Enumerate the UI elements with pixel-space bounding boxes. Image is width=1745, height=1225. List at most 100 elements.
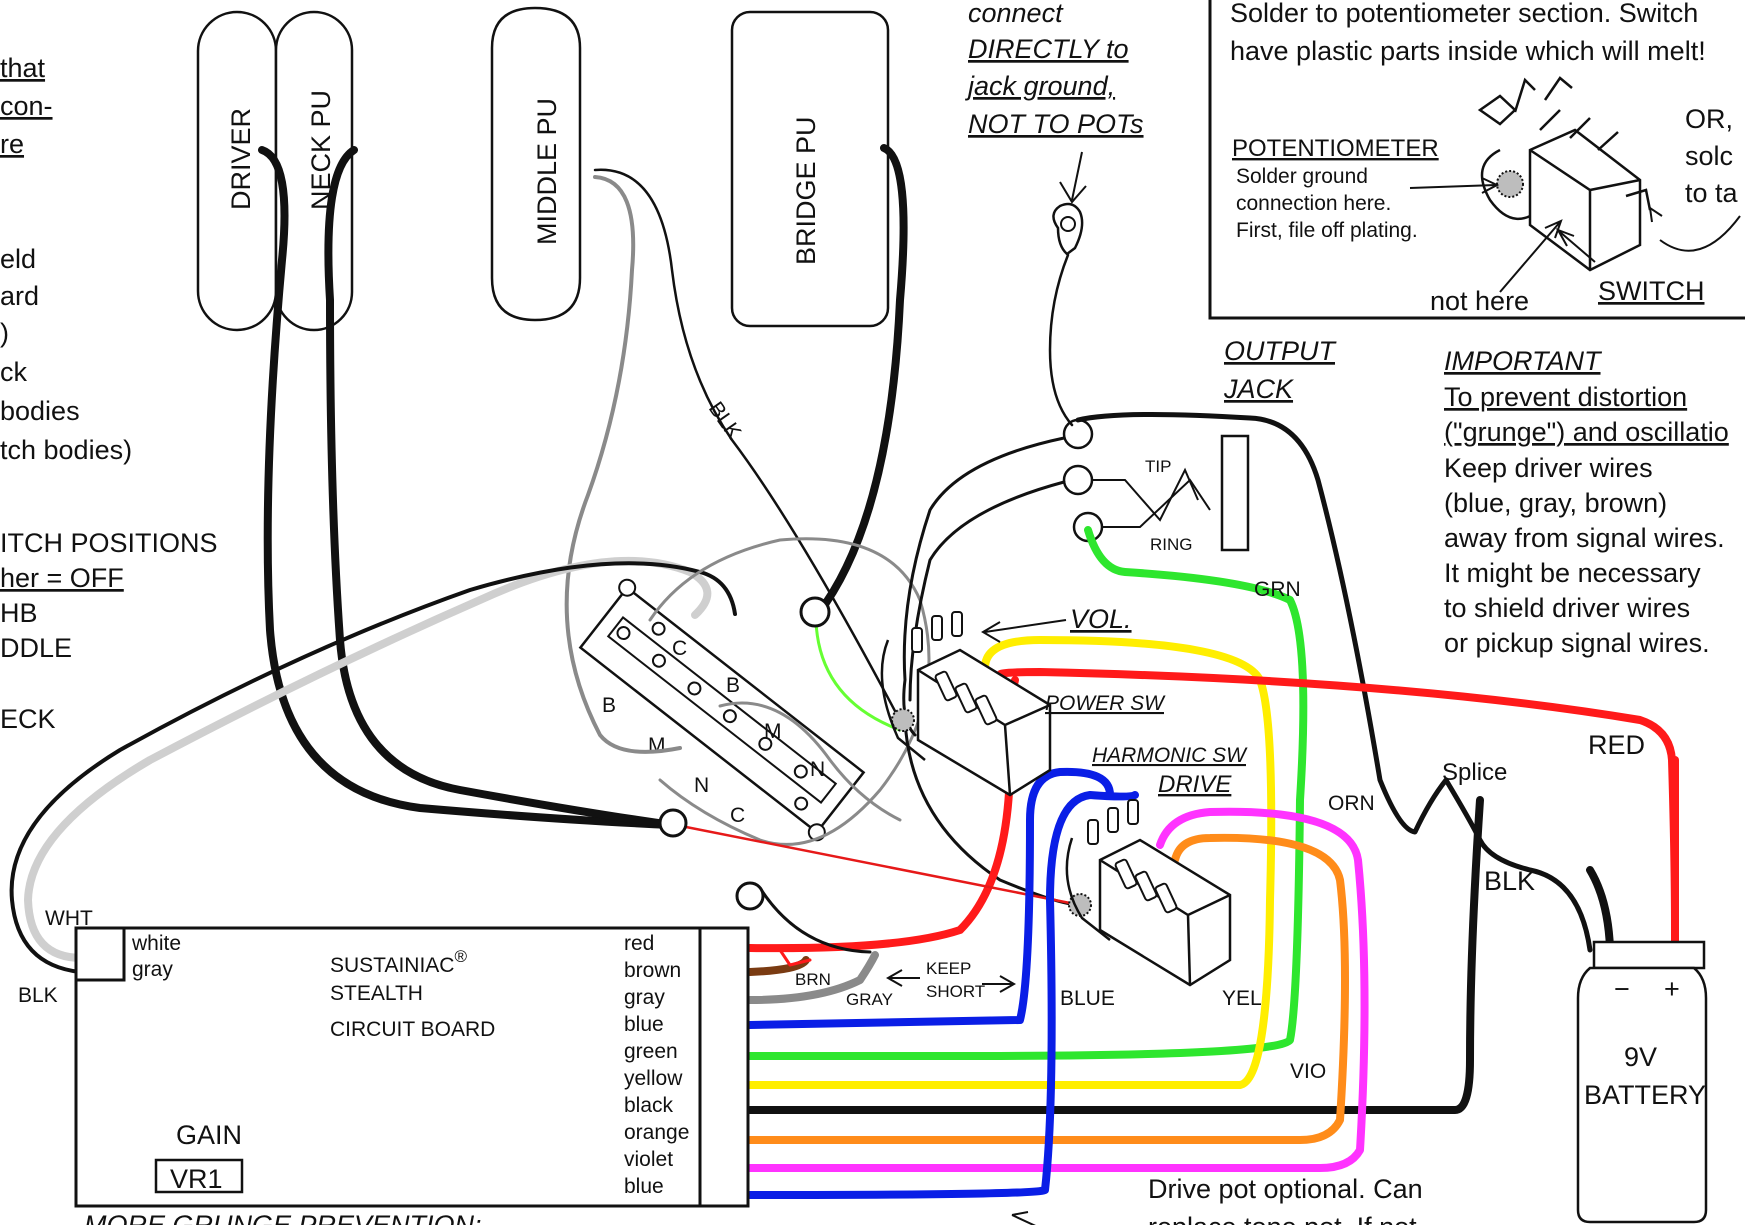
inset-arrow-not-here [1499, 219, 1563, 293]
gray-label: GRAY [846, 990, 893, 1009]
switch-tab [1625, 188, 1652, 211]
solder-inset-box: Solder to potentiometer section. Switch … [1208, 0, 1745, 320]
selector-solder-joint [658, 808, 688, 838]
connect-note-line: DIRECTLY to [968, 34, 1129, 64]
output-jack-title: JACK [1223, 374, 1294, 404]
selector-c-bottom: C [730, 804, 745, 827]
middle-pu-label: MIDDLE PU [532, 98, 562, 245]
left-note-line: bodies [0, 396, 80, 426]
vol-pot-body [880, 639, 926, 761]
blk-board-label: BLK [18, 984, 58, 1007]
vol-label: VOL. [1070, 604, 1132, 634]
battery-body [1576, 966, 1708, 1224]
wire-labels: BLK GRN ORN Splice RED BLK WHT BLK BRN G… [18, 398, 1645, 1083]
important-line: It might be necessary [1444, 558, 1701, 588]
drive-optional-line-1: Drive pot optional. Can [1148, 1174, 1423, 1204]
board-right-pins: red brown gray blue green yellow black o… [624, 932, 689, 1198]
bottom-notes: MORE GRUNGE PREVENTION: Drive pot option… [84, 1174, 1423, 1225]
vr1-trimmer [154, 1158, 244, 1194]
inset-arrow-switch [1555, 228, 1596, 263]
switch-box-front [1528, 128, 1642, 272]
board-pin: green [624, 1040, 678, 1063]
jack-ground-note: connect DIRECTLY to jack ground, NOT TO … [964, 0, 1144, 256]
middle-pickup [490, 6, 582, 322]
violet-wire [746, 807, 1369, 1172]
ground-arrow [1059, 151, 1087, 204]
bridge-pu-label: BRIDGE PU [791, 116, 821, 265]
inset-arrow-tab [1648, 205, 1741, 252]
red-label: RED [1588, 730, 1645, 760]
drive-pot-body [1065, 837, 1111, 941]
blue-label: BLUE [1060, 987, 1115, 1010]
left-note-line: that [0, 53, 46, 83]
board-line-3: CIRCUIT BOARD [330, 1018, 495, 1041]
board-pin: violet [624, 1148, 673, 1171]
board-pin: blue [624, 1175, 664, 1198]
board-title: SUSTAINIAC® [330, 947, 467, 977]
pot-shaft [1477, 94, 1517, 126]
or-note-line: solc [1685, 141, 1733, 171]
left-note-line: con- [0, 91, 53, 121]
grn-label: GRN [1254, 578, 1301, 601]
driver-black-wire [258, 146, 676, 829]
left-note-line: re [0, 129, 24, 159]
short-label: SHORT [926, 982, 985, 1001]
drive-pot-lugs [1087, 799, 1139, 845]
left-note-line: ard [0, 281, 39, 311]
inset-line-2: have plastic parts inside which will mel… [1230, 36, 1706, 66]
board-solder-joint [735, 881, 765, 911]
short-red-stub [778, 948, 812, 967]
blue-wire-2 [746, 791, 1139, 1199]
keep-short-arrow-right [982, 975, 1017, 993]
important-line: away from signal wires. [1444, 523, 1725, 553]
drive-label: DRIVE [1158, 771, 1232, 798]
important-line: or pickup signal wires. [1444, 628, 1710, 658]
jack-ground-lug [1062, 418, 1094, 450]
important-line: to shield driver wires [1444, 593, 1690, 623]
switch-position-line: DDLE [0, 633, 72, 663]
inset-arrow-pot [1409, 177, 1500, 194]
inset-line-1: Solder to potentiometer section. Switch [1230, 0, 1698, 28]
board-pin-gray: gray [132, 958, 173, 981]
switch-positions-title: ITCH POSITIONS [0, 528, 218, 558]
keep-short-arrow-left [885, 969, 920, 987]
vio-label: VIO [1290, 1060, 1326, 1083]
solder-joints [658, 596, 1092, 917]
vol-ground-spot [891, 708, 915, 732]
registered-mark: ® [454, 947, 467, 966]
switch-label: SWITCH [1598, 276, 1704, 306]
connect-note-line: connect [968, 0, 1064, 28]
jack-tip-lug [1062, 464, 1094, 496]
orange-wire [746, 833, 1349, 1144]
middle-black-wire [593, 168, 907, 732]
tip-label: TIP [1145, 457, 1171, 476]
connect-note-line: NOT TO POTs [968, 109, 1144, 139]
board-pin: brown [624, 959, 681, 982]
important-line: To prevent distortion [1444, 382, 1687, 412]
volume-pot-power-switch: VOL. POWER SW [880, 604, 1166, 797]
bottom-arrow [1011, 1211, 1036, 1225]
power-sw-label: POWER SW [1045, 692, 1166, 715]
wires [9, 144, 1679, 1199]
keep-label: KEEP [926, 959, 971, 978]
vol-arrow [981, 619, 1067, 643]
harmonic-switch-lugs [1114, 858, 1178, 914]
board-left-connector [74, 926, 126, 982]
board-pin: black [624, 1094, 674, 1117]
jack-sleeve [1220, 434, 1250, 552]
blue-wire-1 [746, 767, 1114, 1029]
inset-border [1208, 0, 1745, 320]
jack-ground-wire [1048, 253, 1074, 427]
battery-label-1: 9V [1624, 1042, 1657, 1072]
battery-label-2: BATTERY [1584, 1080, 1706, 1110]
thin-red-wire [674, 823, 1082, 907]
not-here-label: not here [1430, 286, 1529, 316]
output-jack: OUTPUT JACK TIP RING [1062, 336, 1338, 554]
left-note-line: ck [0, 357, 28, 387]
pot-body [1480, 148, 1546, 221]
board-pin: yellow [624, 1067, 683, 1090]
jack-black-wire [1075, 411, 1593, 953]
bridge-black-wire [814, 144, 908, 618]
board-right-connector [698, 926, 750, 1208]
